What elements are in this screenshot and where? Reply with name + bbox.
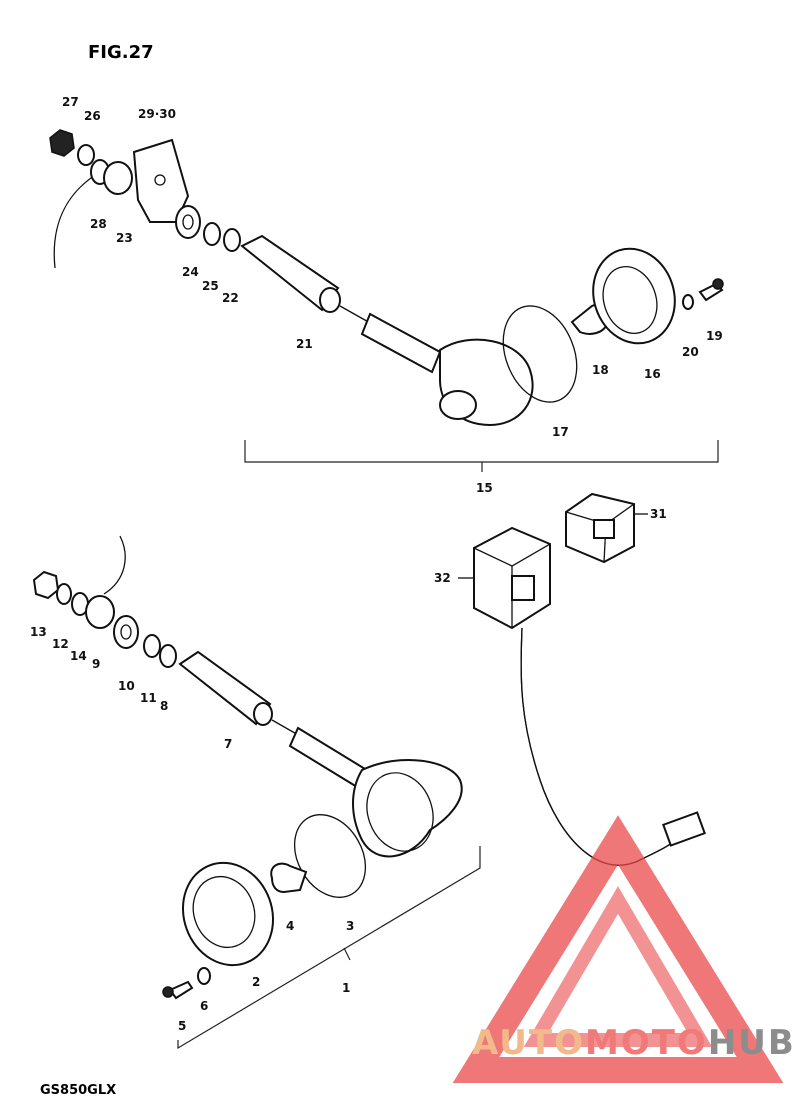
cap-part-9[interactable] [85,595,115,629]
assembly-bracket-1 [177,846,481,1050]
label-29-30: 29·30 [138,107,176,121]
gasket-part-17[interactable] [490,295,591,413]
label-18: 18 [592,363,609,377]
label-23: 23 [116,231,133,245]
label-6: 6 [200,999,208,1013]
bulb-part-4[interactable] [270,862,308,894]
label-14: 14 [70,649,87,663]
label-7: 7 [224,737,232,751]
watermark-logo [452,815,784,1083]
label-4: 4 [286,919,294,933]
label-2: 2 [252,975,260,989]
figure-title: FIG.27 [88,42,154,63]
watermark-hub: HUB [708,1023,796,1063]
lower-housing[interactable] [352,759,463,858]
washer-part-25[interactable] [203,222,221,246]
stem-part-7[interactable] [178,650,272,726]
washer-part-20[interactable] [682,294,694,310]
label-3: 3 [346,919,354,933]
spacer-part-10[interactable] [113,615,139,649]
lower-turn-signal-assembly [32,535,463,1000]
label-22: 22 [222,291,239,305]
label-25: 25 [202,279,219,293]
washer-part-12[interactable] [56,583,72,605]
screw-part-5[interactable] [168,980,194,1000]
relay-harness [520,627,681,866]
label-26: 26 [84,109,101,123]
washer-part-22[interactable] [223,228,241,252]
washer-part-11[interactable] [143,634,161,658]
label-24: 24 [182,265,199,279]
upper-turn-signal-assembly [49,129,724,427]
label-32: 32 [434,571,451,585]
stem-part-21[interactable] [240,234,340,312]
relay-part-32[interactable] [473,526,551,630]
spacer-part-24[interactable] [175,205,201,239]
watermark-text: AUTOMOTOHUB [472,1023,796,1063]
model-code: GS850GLX [40,1083,116,1098]
lens-part-2[interactable] [169,850,287,978]
label-8: 8 [160,699,168,713]
label-12: 12 [52,637,69,651]
nut-part-13[interactable] [32,570,60,600]
washer-part-8[interactable] [159,644,177,668]
label-17: 17 [552,425,569,439]
watermark-auto: AUTO [472,1023,585,1063]
label-28: 28 [90,217,107,231]
cap-part-23[interactable] [103,161,133,195]
nut-part-27[interactable] [49,129,75,157]
label-27: 27 [62,95,79,109]
label-19: 19 [706,329,723,343]
label-5: 5 [178,1019,186,1033]
washer-part-26[interactable] [77,144,95,166]
label-11: 11 [140,691,157,705]
label-31: 31 [650,507,667,521]
label-16: 16 [644,367,661,381]
label-1: 1 [342,981,350,995]
assembly-bracket-15 [244,440,719,463]
relay-part-31[interactable] [565,492,635,564]
lens-part-16[interactable] [581,238,687,354]
harness-connector[interactable] [662,811,706,847]
washer-part-6[interactable] [197,967,211,985]
label-21: 21 [296,337,313,351]
watermark-moto: MOTO [585,1023,708,1063]
label-13: 13 [30,625,47,639]
label-9: 9 [92,657,100,671]
watermark-triangle-icon [452,815,784,1083]
label-20: 20 [682,345,699,359]
label-10: 10 [118,679,135,693]
label-15: 15 [476,481,493,495]
